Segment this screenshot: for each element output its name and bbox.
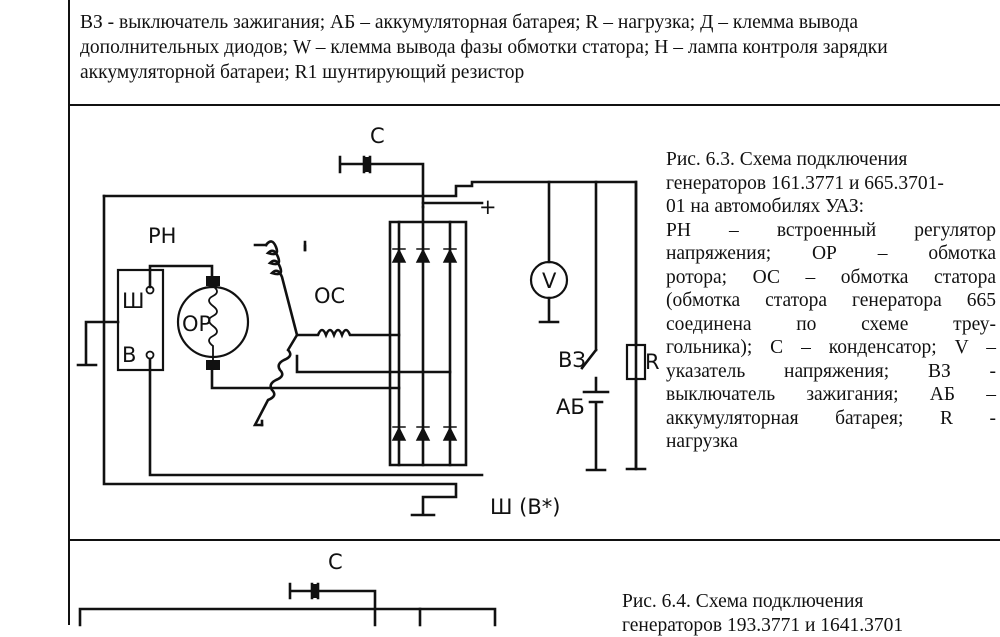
terminal-sh-label: Ш (122, 289, 144, 313)
caption-line: Рис. 6.4. Схема подключения (622, 590, 982, 614)
caption-line: нагрузка (666, 430, 996, 454)
plus-label: + (479, 195, 497, 219)
caption-line: РН – встроенный регулятор (666, 219, 996, 243)
caption-line: напряжения; ОР – обмотка (666, 242, 996, 266)
capacitor-label: C (370, 124, 385, 148)
caption-line: ротора; ОС – обмотка статора (666, 266, 996, 290)
caption-line: генераторов 161.3771 и 665.3701- (666, 172, 996, 196)
caption-line: Рис. 6.3. Схема подключения (666, 148, 996, 172)
caption-line: 01 на автомобилях УАЗ: (666, 195, 996, 219)
caption-line: (обмотка статора генератора 665 (666, 289, 996, 313)
voltmeter-label: V (542, 269, 557, 293)
caption-line: гольника); С – конденсатор; V – (666, 336, 996, 360)
load-label: R (645, 350, 660, 374)
caption-line: соединена по схеме треу- (666, 313, 996, 337)
regulator-label: РН (148, 224, 176, 248)
figure-6-3-caption: Рис. 6.3. Схема подключения генераторов … (666, 148, 996, 454)
figure-6-4-caption: Рис. 6.4. Схема подключения генераторов … (622, 590, 982, 637)
caption-line: аккумуляторная батарея; R - (666, 407, 996, 431)
battery-label: АБ (556, 395, 585, 419)
caption-line: выключатель зажигания; АБ – (666, 383, 996, 407)
bottom-terminal-label: Ш (В*) (490, 495, 560, 519)
rotor-label: ОР (182, 312, 211, 336)
switch-label: ВЗ (558, 348, 586, 372)
capacitor-label-6-4: C (328, 550, 343, 574)
stator-label: ОС (314, 284, 345, 308)
caption-line: указатель напряжения; ВЗ - (666, 360, 996, 384)
caption-line: генераторов 193.3771 и 1641.3701 (622, 614, 982, 637)
terminal-b-label: В (122, 343, 136, 367)
